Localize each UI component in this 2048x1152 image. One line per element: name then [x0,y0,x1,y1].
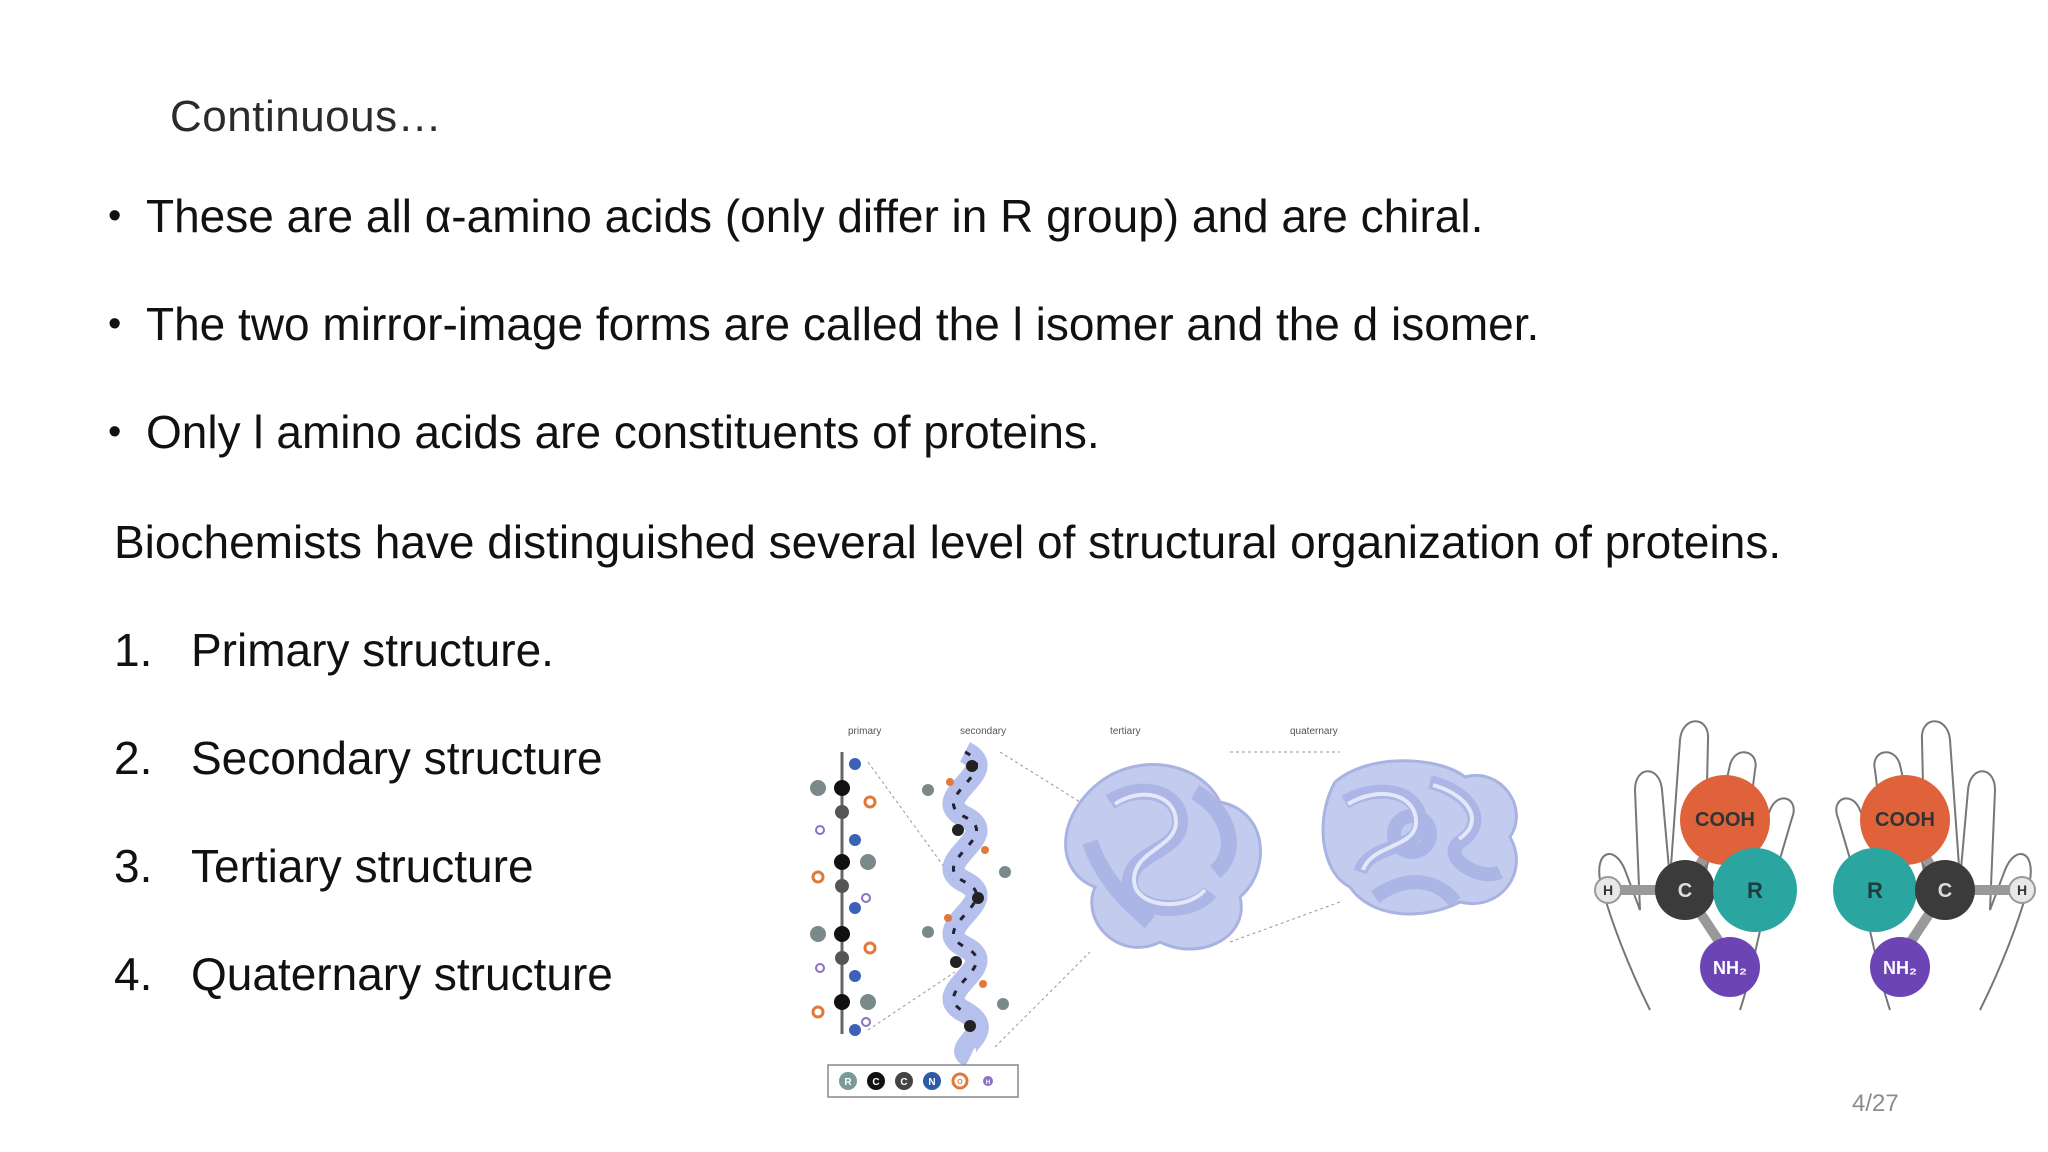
intro-paragraph: Biochemists have distinguished several l… [114,516,1782,568]
item-number: 4. [114,948,153,1000]
right-hand-outline [1835,720,2032,1011]
page-number: 4/27 [1852,1090,1899,1117]
item-text: Secondary structure [191,732,603,784]
item-number: 1. [114,624,153,676]
numbered-item: 2. Secondary structure [114,730,613,786]
left-nh2-label: NH₂ [1713,958,1747,978]
item-text: Tertiary structure [191,840,534,892]
right-c-label: C [1938,880,1952,902]
bullet-item: • These are all α-amino acids (only diffe… [108,188,1539,244]
left-r-label: R [1747,878,1763,903]
bullet-text: Only l amino acids are constituents of p… [146,406,1100,458]
quaternary-structure-graphic [1321,759,1518,916]
bullet-item: • Only l amino acids are constituents of … [108,404,1539,460]
key-symbol-r: R [844,1077,852,1088]
bullet-symbol: • [108,411,122,453]
numbered-item: 3. Tertiary structure [114,838,613,894]
key-symbol-h: H [986,1080,990,1086]
primary-chain-graphic [810,752,877,1036]
atom-key-legend: R C C N O H [827,1064,1019,1098]
key-symbol-c-alpha: C [872,1077,879,1088]
right-h-label: H [2017,882,2027,898]
item-text: Primary structure. [191,624,554,676]
chirality-hands-figure: H COOH C R NH₂ H COOH R C NH₂ [1594,720,2036,1011]
item-number: 2. [114,732,153,784]
label-quaternary: quaternary [1290,726,1338,737]
tertiary-structure-graphic [1064,763,1262,951]
slide-title: Continuous… [170,92,443,141]
item-text: Quaternary structure [191,948,613,1000]
label-secondary: secondary [960,726,1006,737]
right-cooh-label: COOH [1875,809,1935,831]
left-h-label: H [1603,882,1613,898]
key-symbol-n: N [928,1077,935,1088]
numbered-item: 4. Quaternary structure [114,946,613,1002]
left-hand-outline [1598,720,1795,1011]
bullet-item: • The two mirror-image forms are called t… [108,296,1539,352]
label-primary: primary [848,726,881,737]
bullet-text: The two mirror-image forms are called th… [146,298,1540,350]
left-cooh-label: COOH [1695,809,1755,831]
numbered-list: 1. Primary structure. 2. Secondary structu… [114,622,613,1054]
left-c-label: C [1678,880,1692,902]
bullet-list: • These are all α-amino acids (only diffe… [108,188,1539,512]
left-molecule: H COOH C R NH₂ [1594,775,1797,997]
bullet-text: These are all α-amino acids (only differ… [146,190,1484,242]
key-symbol-o: O [957,1079,963,1086]
label-tertiary: tertiary [1110,726,1141,737]
right-nh2-label: NH₂ [1883,958,1917,978]
bullet-symbol: • [108,195,122,237]
protein-structure-levels-figure: primary secondary tertiary quaternary [810,726,1518,1098]
right-r-label: R [1867,878,1883,903]
bullet-symbol: • [108,303,122,345]
secondary-helix-graphic [922,742,1011,1067]
right-molecule: H COOH R C NH₂ [1833,775,2036,997]
key-symbol-c: C [900,1077,907,1088]
numbered-item: 1. Primary structure. [114,622,613,678]
item-number: 3. [114,840,153,892]
